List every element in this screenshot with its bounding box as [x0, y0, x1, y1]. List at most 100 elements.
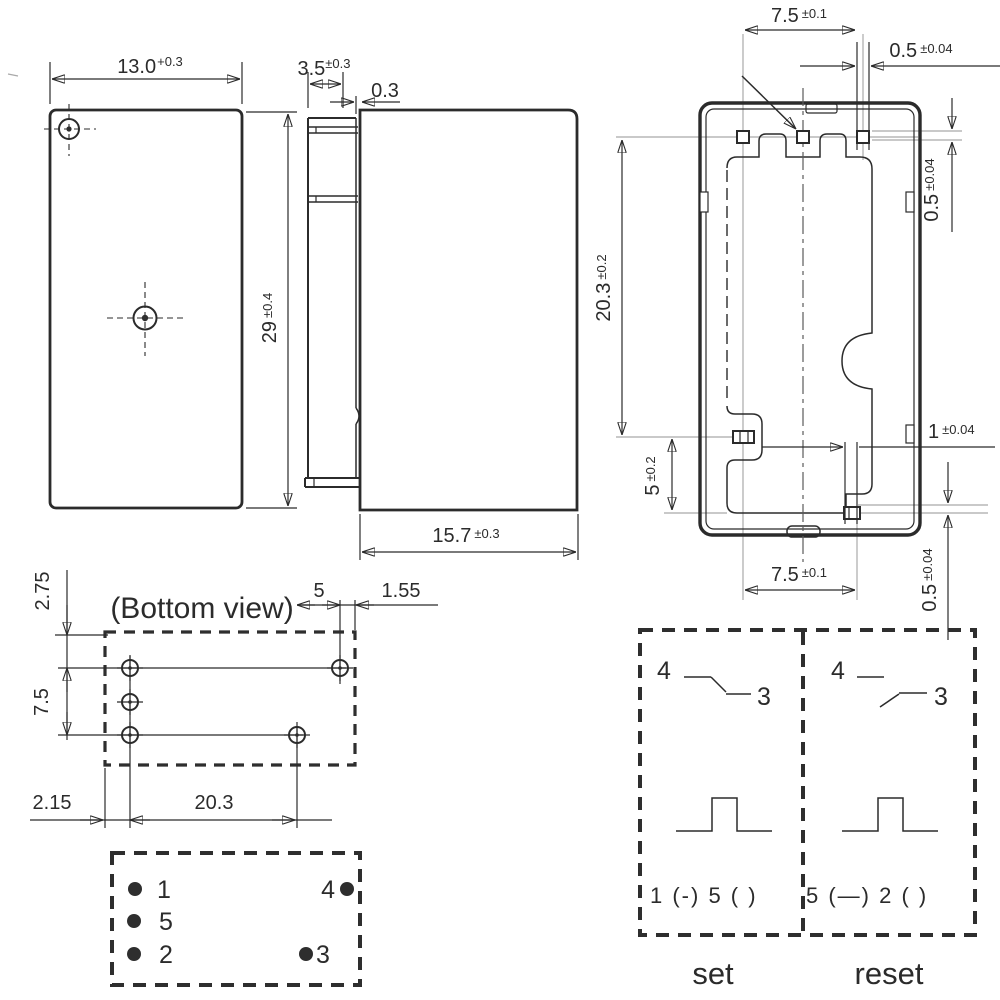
terminal-column — [304, 117, 360, 488]
pin3-dot — [299, 947, 313, 961]
dim-lower-right-label: 0.5±0.04 — [919, 548, 941, 611]
dim-upper-right-label: 0.5±0.04 — [921, 158, 943, 221]
pad-pin4 — [736, 130, 750, 144]
inner-trace-outline — [726, 133, 873, 514]
dim-depth: 15.7±0.3 — [359, 514, 579, 560]
reset-pulse-waveform — [842, 797, 938, 832]
wall-seam — [905, 191, 915, 213]
pin-layout-box: 1 5 2 4 3 — [110, 851, 362, 987]
dim-edge-left: 2.15 — [30, 792, 332, 820]
dim-row-pitch-label: 7.5 — [31, 688, 53, 716]
dim-front-width-label: 13.0+0.3 — [117, 54, 183, 78]
pad-center — [796, 130, 810, 144]
set-panel: 4 3 1 (-) 5 ( ) set — [650, 657, 772, 991]
terminal-notch — [355, 407, 360, 425]
dim-top-pitch-label: 7.5±0.1 — [771, 5, 827, 27]
mount-mark-center — [107, 282, 184, 356]
dim-bottom-pitch-label: 7.5±0.1 — [771, 564, 827, 586]
pin2-label: 2 — [159, 941, 173, 969]
contact-blade-closed — [710, 676, 727, 693]
leader-arrow — [741, 75, 796, 129]
pad-mid-left — [732, 430, 755, 444]
dim-depth-label: 15.7±0.3 — [432, 525, 499, 547]
dim-front-height: 29±0.4 — [246, 111, 297, 509]
side-view: 3.5±0.3 0.3 15.7±0.3 — [297, 56, 579, 560]
mount-dot — [66, 126, 72, 132]
set-pin4-label: 4 — [657, 657, 671, 685]
pad-pin3 — [856, 130, 870, 144]
dim-coil-gap-label: 5±0.2 — [642, 456, 664, 495]
reset-pin4-label: 4 — [831, 657, 845, 685]
mount-circle — [132, 305, 158, 331]
case-outline-dashed — [103, 630, 357, 767]
front-view: 13.0+0.3 29±0.4 — [44, 54, 297, 510]
dim-length-label: 20.3±0.2 — [593, 254, 615, 321]
pin5-dot — [127, 914, 141, 928]
pin2-dot — [127, 947, 141, 961]
pad-bottom-right — [843, 506, 861, 520]
contact-blade-open — [879, 693, 900, 708]
mount-dot — [141, 314, 149, 322]
relay-front-outline — [48, 108, 244, 510]
set-pulse-waveform — [676, 797, 772, 832]
set-polarity-label: 1 (-) 5 ( ) — [650, 883, 758, 908]
schematic-box: 4 3 1 (-) 5 ( ) set 4 3 5 (—) 2 ( ) rese… — [638, 628, 977, 991]
relay-base-outline — [698, 101, 922, 537]
reset-polarity-label: 5 (—) 2 ( ) — [806, 883, 928, 908]
dim-edge-left-label: 2.15 — [33, 792, 72, 814]
dim-length: 20.3±0.2 — [593, 140, 622, 435]
pin5-label: 5 — [159, 908, 173, 936]
pin1-dot — [128, 882, 142, 896]
dim-pad-right-label: 1±0.04 — [928, 421, 975, 443]
pad-outline — [843, 506, 861, 520]
dim-step: 0.3 — [330, 80, 400, 114]
pin-box-outline — [110, 851, 362, 987]
dim-step-label: 0.3 — [371, 80, 399, 102]
relay-base-inner-wall — [705, 108, 915, 530]
wall-seam — [905, 424, 915, 444]
top-vent-notch — [805, 103, 838, 114]
pin-hole — [117, 722, 143, 748]
dim-terminal-width-label: 3.5±0.3 — [297, 56, 350, 80]
dim-row-pitch: 7.5 — [31, 668, 67, 735]
stray-mark — [7, 73, 19, 77]
dim-bottom-pitch: 7.5±0.1 — [745, 564, 855, 590]
dim-pad-width-label: 0.5±0.04 — [889, 40, 952, 62]
pin3-label: 3 — [316, 941, 330, 969]
dim-lower-right: 0.5±0.04 — [919, 462, 948, 640]
base-view: 7.5±0.1 0.5±0.04 0.5±0.04 20.3±0.2 5±0.2… — [593, 5, 1000, 640]
schematic-outline — [638, 628, 977, 937]
pin4-dot — [340, 882, 354, 896]
pin-hole — [117, 689, 143, 715]
dim-coil-gap: 5±0.2 — [642, 439, 672, 510]
mount-circle — [58, 118, 80, 140]
reset-caption: reset — [855, 956, 924, 991]
pin-hole — [327, 655, 353, 681]
pin4-label: 4 — [321, 876, 335, 904]
dim-pin-offset-label: 5 — [313, 580, 324, 602]
pad-outline — [732, 430, 755, 444]
set-caption: set — [692, 956, 734, 991]
dim-upper-right: 0.5±0.04 — [921, 98, 952, 232]
dim-terminal-width: 3.5±0.3 — [297, 56, 351, 108]
pin-hole — [284, 722, 310, 748]
dim-top-pitch: 7.5±0.1 — [745, 5, 855, 30]
dim-front-height-label: 29±0.4 — [259, 293, 281, 343]
bottom-view: (Bottom view) 2.75 — [30, 570, 438, 828]
dim-front-width: 13.0+0.3 — [49, 54, 243, 104]
dim-edge-to-row-label: 2.75 — [32, 572, 54, 611]
pin1-label: 1 — [157, 876, 171, 904]
dim-column-pitch-label: 20.3 — [195, 792, 234, 814]
pin-hole — [117, 655, 143, 681]
mount-mark-top — [44, 104, 96, 156]
reset-pin3-label: 3 — [934, 683, 948, 711]
dim-edge-right-label: 1.55 — [382, 580, 421, 602]
dim-edge-to-row: 2.75 — [32, 570, 67, 740]
reset-panel: 4 3 5 (—) 2 ( ) reset — [806, 657, 948, 991]
dim-pad-right: 1±0.04 — [762, 421, 995, 447]
dim-column-pitch: 20.3 — [130, 792, 295, 820]
relay-side-outline — [358, 108, 579, 512]
wall-seam — [699, 191, 709, 213]
dim-pad-width: 0.5±0.04 — [800, 40, 1000, 66]
